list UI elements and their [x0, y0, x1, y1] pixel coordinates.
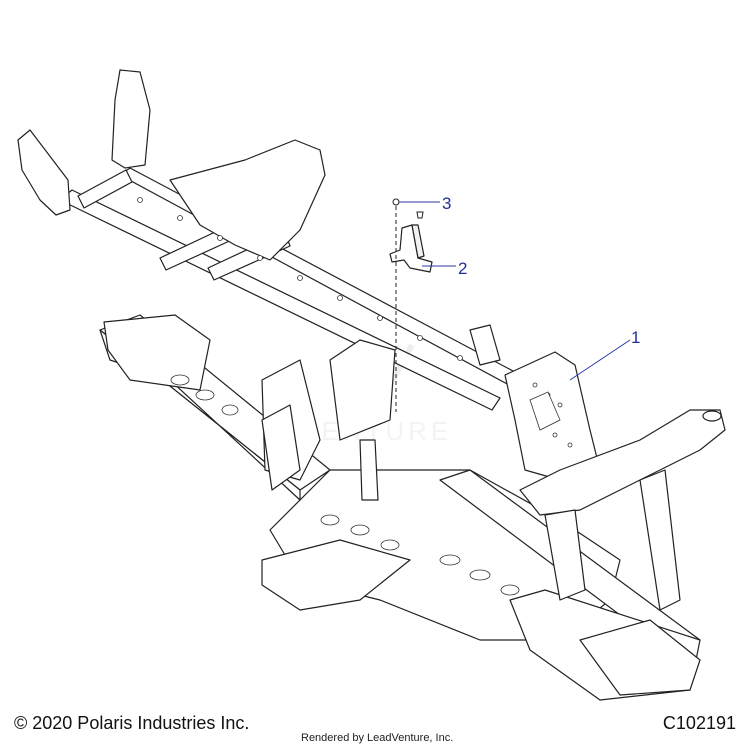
bottom-plate-front: [579, 619, 701, 696]
front-skid: [261, 539, 411, 611]
callout-2-number: 2: [458, 259, 467, 278]
rear-crossbar-upper: [77, 169, 133, 209]
center-upright-mid: [329, 339, 396, 441]
rendered-by-text: Rendered by LeadVenture, Inc.: [301, 732, 454, 744]
frame-assembly: [17, 69, 726, 701]
copyright-text: © 2020 Polaris Industries Inc.: [14, 713, 250, 733]
rear-fender-plate: [169, 139, 326, 261]
fastener-part: [392, 198, 424, 219]
callout-1-number: 1: [631, 328, 640, 347]
center-post-b: [359, 439, 379, 501]
front-crossmember: [103, 314, 211, 391]
rear-hoop-left: [17, 129, 71, 216]
rear-hoop-right: [111, 69, 151, 169]
front-hoop-hole: [702, 410, 722, 422]
center-post-a: [261, 404, 301, 491]
front-leg-left: [544, 509, 586, 601]
seat-mount: [469, 324, 501, 366]
frame-holes: [137, 197, 573, 596]
bracket-part: [389, 224, 433, 273]
front-leg-right: [639, 469, 681, 611]
callout-3-number: 3: [442, 194, 451, 213]
callout-1-leader: [569, 339, 631, 381]
drawing-id: C102191: [662, 713, 736, 733]
